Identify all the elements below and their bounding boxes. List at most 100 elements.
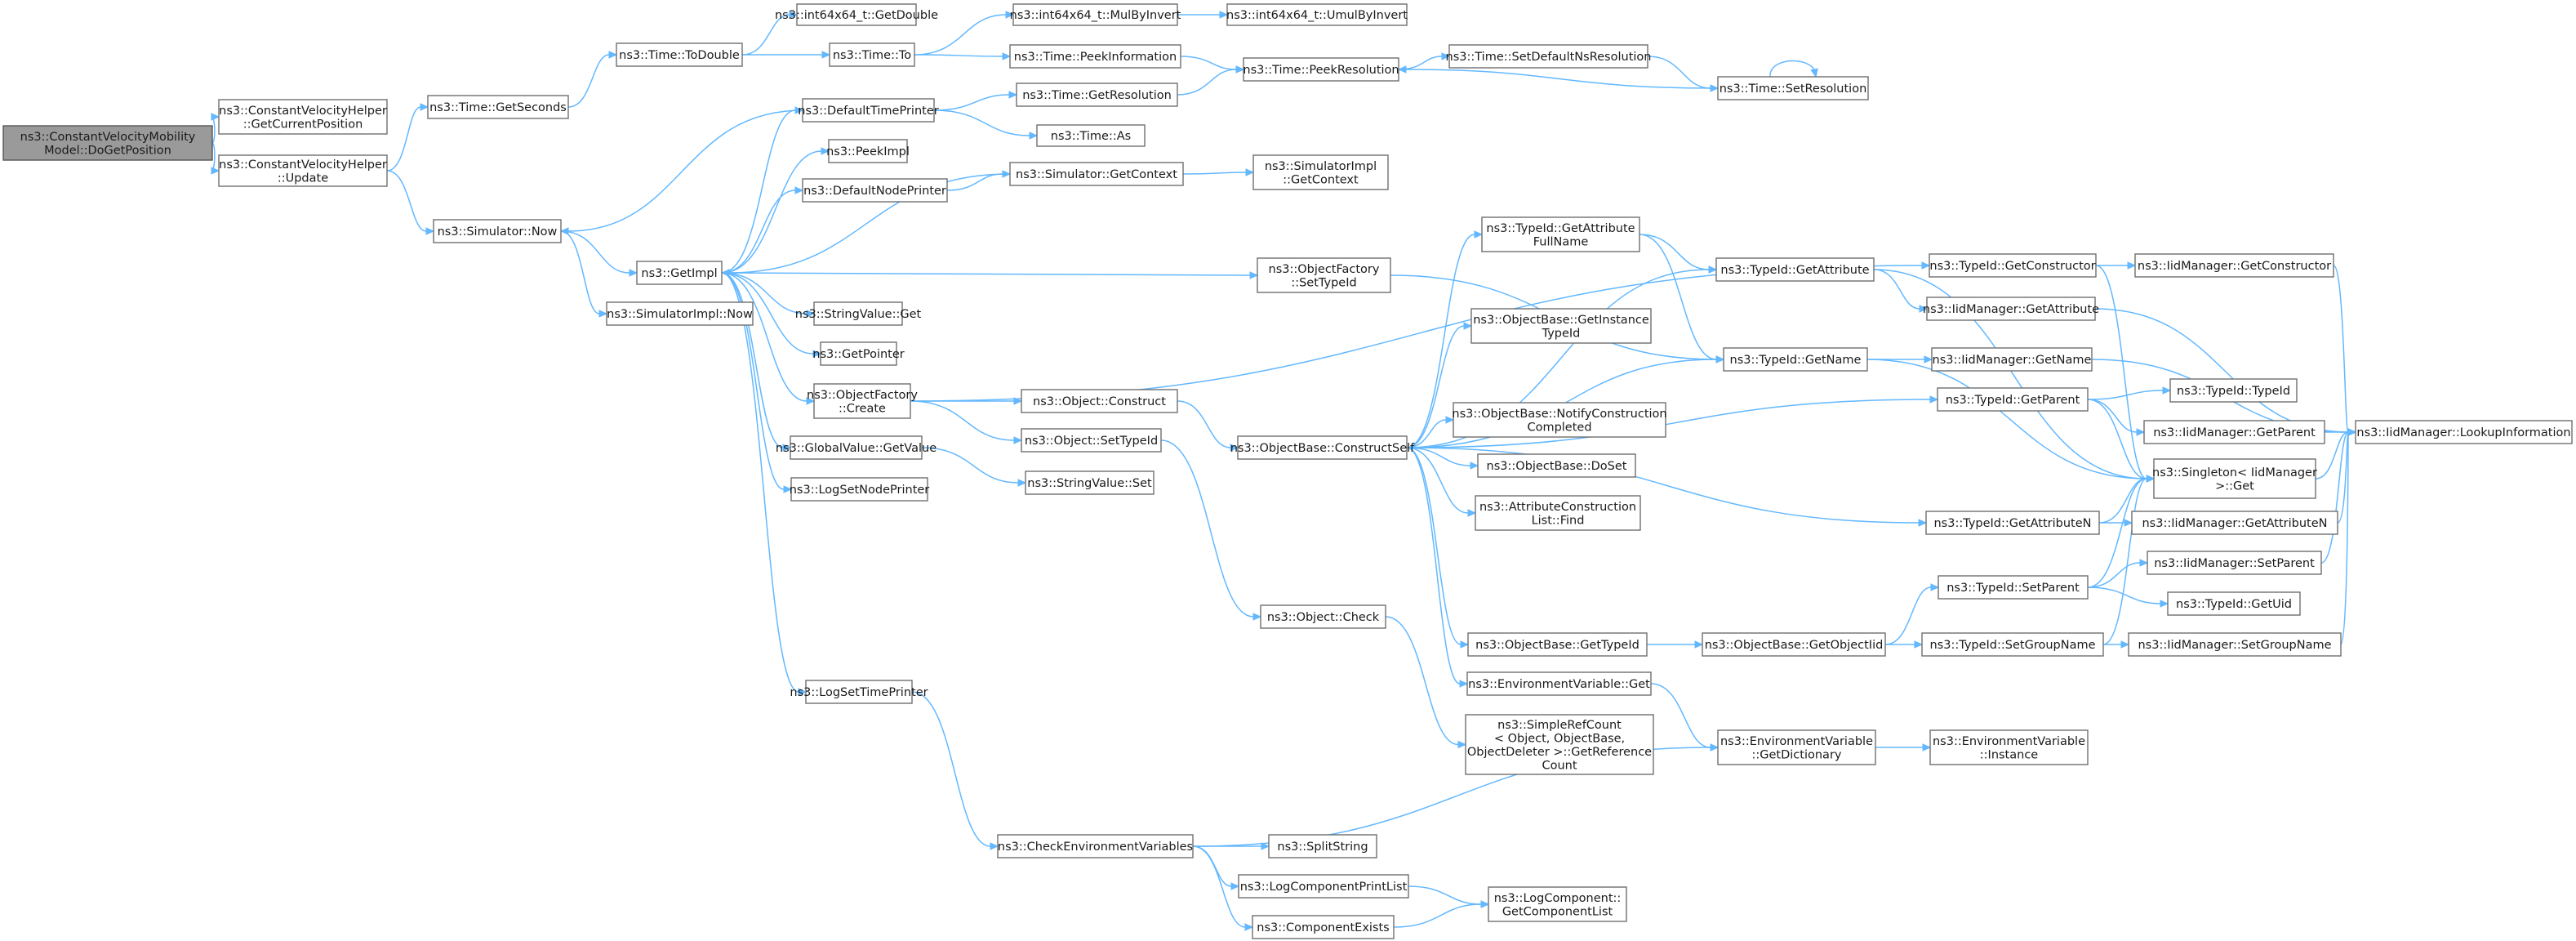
node-label: ns3::EnvironmentVariable — [1720, 735, 1873, 748]
edge-checkenvvars-to-componentexists — [1192, 845, 1246, 928]
arrowhead — [1008, 91, 1018, 99]
node-label: ns3::Time::GetResolution — [1022, 89, 1172, 102]
node-simimplgetcontext[interactable]: ns3::SimulatorImpl::GetContext — [1252, 154, 1389, 190]
node-logsetnodeprinter[interactable]: ns3::LogSetNodePrinter — [790, 477, 930, 502]
node-label: ns3::PeekImpl — [826, 145, 910, 158]
node-typeidgetuid[interactable]: ns3::TypeId::GetUid — [2167, 591, 2301, 616]
edge-iidsetgroupname-to-lookupinfo — [2340, 431, 2349, 645]
arrowhead — [806, 397, 816, 405]
node-notifyconstruction[interactable]: ns3::ObjectBase::NotifyConstructionCompl… — [1452, 402, 1667, 438]
node-envvargetdict[interactable]: ns3::EnvironmentVariable::GetDictionary — [1717, 729, 1876, 765]
edge-getimpl-to-stringvalueget — [721, 272, 808, 314]
node-peekimpl[interactable]: ns3::PeekImpl — [826, 139, 910, 163]
node-iidgetname[interactable]: ns3::IidManager::GetName — [1931, 347, 2093, 372]
node-iidsetparent[interactable]: ns3::IidManager::SetParent — [2147, 551, 2322, 575]
edge-iidgetattribute-to-lookupinfo — [2094, 308, 2349, 433]
edge-constructself-to-getinstancetypeid — [1406, 325, 1465, 448]
node-todouble[interactable]: ns3::Time::ToDouble — [616, 42, 743, 67]
node-simimplnow[interactable]: ns3::SimulatorImpl::Now — [606, 301, 754, 326]
node-globalvaluegetvalue[interactable]: ns3::GlobalValue::GetValue — [776, 435, 937, 460]
node-getobjectiid[interactable]: ns3::ObjectBase::GetObjectIid — [1702, 632, 1886, 657]
node-stringvalueget[interactable]: ns3::StringValue::Get — [795, 301, 922, 326]
node-timeto[interactable]: ns3::Time::To — [829, 42, 915, 67]
node-getdouble[interactable]: ns3::int64x64_t::GetDouble — [775, 3, 938, 26]
node-box — [1715, 257, 1875, 282]
node-logcompprintlist[interactable]: ns3::LogComponentPrintList — [1238, 874, 1409, 899]
node-lookupinfo[interactable]: ns3::IidManager::LookupInformation — [2355, 420, 2573, 444]
node-objectcheck[interactable]: ns3::Object::Check — [1260, 604, 1386, 629]
node-typeidsetparent[interactable]: ns3::TypeId::SetParent — [1938, 575, 2089, 600]
node-doset[interactable]: ns3::ObjectBase::DoSet — [1477, 453, 1636, 478]
node-singletonget[interactable]: ns3::Singleton< IidManager >::Get — [2152, 458, 2317, 499]
node-box — [1237, 435, 1408, 460]
node-logsettimeprinter[interactable]: ns3::LogSetTimePrinter — [790, 680, 928, 704]
node-box — [1921, 632, 2104, 657]
node-objectsettypeid[interactable]: ns3::Object::SetTypeId — [1021, 428, 1162, 453]
node-getcomponentlist[interactable]: ns3::LogComponent::GetComponentList — [1488, 886, 1627, 922]
node-dogetposition[interactable]: ns3::ConstantVelocityMobilityModel::DoGe… — [2, 125, 213, 161]
node-typeidgetparent[interactable]: ns3::TypeId::GetParent — [1937, 387, 2089, 412]
edge-typeidgetname-to-singletonget — [1866, 359, 2147, 479]
node-getcontext[interactable]: ns3::Simulator::GetContext — [1009, 162, 1184, 186]
node-simnow[interactable]: ns3::Simulator::Now — [433, 219, 562, 243]
node-setresolution[interactable]: ns3::Time::SetResolution — [1717, 76, 1869, 100]
node-getpointer[interactable]: ns3::GetPointer — [812, 341, 905, 366]
node-getresolution[interactable]: ns3::Time::GetResolution — [1016, 83, 1178, 107]
node-checkenvvars[interactable]: ns3::CheckEnvironmentVariables — [997, 834, 1194, 858]
arrowhead — [2120, 640, 2130, 649]
node-box — [2355, 420, 2573, 444]
node-simplerefcount[interactable]: ns3::SimpleRefCount< Object, ObjectBase,… — [1465, 714, 1654, 775]
node-iidgetattributen[interactable]: ns3::IidManager::GetAttributeN — [2131, 511, 2338, 535]
node-typeidgetname[interactable]: ns3::TypeId::GetName — [1723, 347, 1868, 372]
node-label: ns3::Object::Construct — [1033, 395, 1166, 408]
node-defaultnodeprinter[interactable]: ns3::DefaultNodePrinter — [802, 178, 948, 203]
node-box — [2167, 591, 2301, 616]
node-box — [1470, 308, 1652, 344]
node-label: ns3::ConstantVelocityHelper — [219, 158, 387, 172]
node-label: ns3::ObjectBase::GetInstance — [1473, 314, 1649, 327]
node-box — [1938, 575, 2089, 600]
node-objectconstruct[interactable]: ns3::Object::Construct — [1021, 389, 1178, 413]
node-getcurrentposition[interactable]: ns3::ConstantVelocityHelper::GetCurrentP… — [218, 99, 388, 135]
node-envvarget[interactable]: ns3::EnvironmentVariable::Get — [1466, 671, 1652, 696]
node-timeas[interactable]: ns3::Time::As — [1036, 124, 1146, 147]
node-getseconds[interactable]: ns3::Time::GetSeconds — [427, 95, 569, 119]
node-label: ns3::DefaultNodePrinter — [803, 185, 946, 198]
node-splitstring[interactable]: ns3::SplitString — [1268, 834, 1377, 858]
node-typeidgetconstructor[interactable]: ns3::TypeId::GetConstructor — [1929, 253, 2097, 278]
node-iidgetconstructor[interactable]: ns3::IidManager::GetConstructor — [2134, 253, 2334, 278]
node-setdefaultnsres[interactable]: ns3::Time::SetDefaultNsResolution — [1446, 44, 1652, 69]
node-objfactorysettypeid[interactable]: ns3::ObjectFactory::SetTypeId — [1257, 257, 1391, 293]
node-typeidgetattributen[interactable]: ns3::TypeId::GetAttributeN — [1925, 511, 2100, 535]
node-objbasegettypeid[interactable]: ns3::ObjectBase::GetTypeId — [1467, 632, 1648, 657]
edge-defaulttimeprinter-to-timeas — [933, 109, 1030, 136]
node-label: ns3::SimpleRefCount — [1497, 719, 1622, 732]
arrowhead — [1249, 271, 1259, 279]
node-envvarinstance[interactable]: ns3::EnvironmentVariable::Instance — [1929, 729, 2089, 765]
node-update[interactable]: ns3::ConstantVelocityHelper::Update — [218, 154, 388, 187]
node-constructself[interactable]: ns3::ObjectBase::ConstructSelf — [1230, 435, 1415, 460]
edge-constructself-to-attrconstrfind — [1406, 447, 1469, 514]
node-iidgetattribute[interactable]: ns3::IidManager::GetAttribute — [1923, 297, 2099, 321]
node-mulbyinvert[interactable]: ns3::int64x64_t::MulByInvert — [1010, 3, 1181, 26]
arrowhead — [1919, 305, 1929, 313]
node-defaulttimeprinter[interactable]: ns3::DefaultTimePrinter — [798, 98, 939, 123]
edge-objectcheck-to-simplerefcount — [1385, 616, 1459, 746]
node-objfactorycreate[interactable]: ns3::ObjectFactory::Create — [807, 383, 918, 419]
node-iidsetgroupname[interactable]: ns3::IidManager::SetGroupName — [2128, 632, 2342, 657]
node-typeidsetgroupname[interactable]: ns3::TypeId::SetGroupName — [1921, 632, 2104, 657]
node-umulbyinvert[interactable]: ns3::int64x64_t::UmulByInvert — [1226, 3, 1408, 26]
node-typeidgetattribute[interactable]: ns3::TypeId::GetAttribute — [1715, 257, 1875, 282]
node-stringvalueset[interactable]: ns3::StringValue::Set — [1025, 470, 1155, 495]
node-peekinformation[interactable]: ns3::Time::PeekInformation — [1009, 44, 1181, 69]
node-iidgetparent[interactable]: ns3::IidManager::GetParent — [2143, 420, 2325, 444]
node-label: ns3::TypeId::GetUid — [2176, 598, 2292, 611]
node-getimpl[interactable]: ns3::GetImpl — [636, 261, 723, 285]
node-peekresolution[interactable]: ns3::Time::PeekResolution — [1243, 57, 1399, 82]
node-typeidtypeid[interactable]: ns3::TypeId::TypeId — [2169, 378, 2298, 403]
node-componentexists[interactable]: ns3::ComponentExists — [1252, 915, 1395, 939]
arrowhead — [1929, 395, 1939, 404]
